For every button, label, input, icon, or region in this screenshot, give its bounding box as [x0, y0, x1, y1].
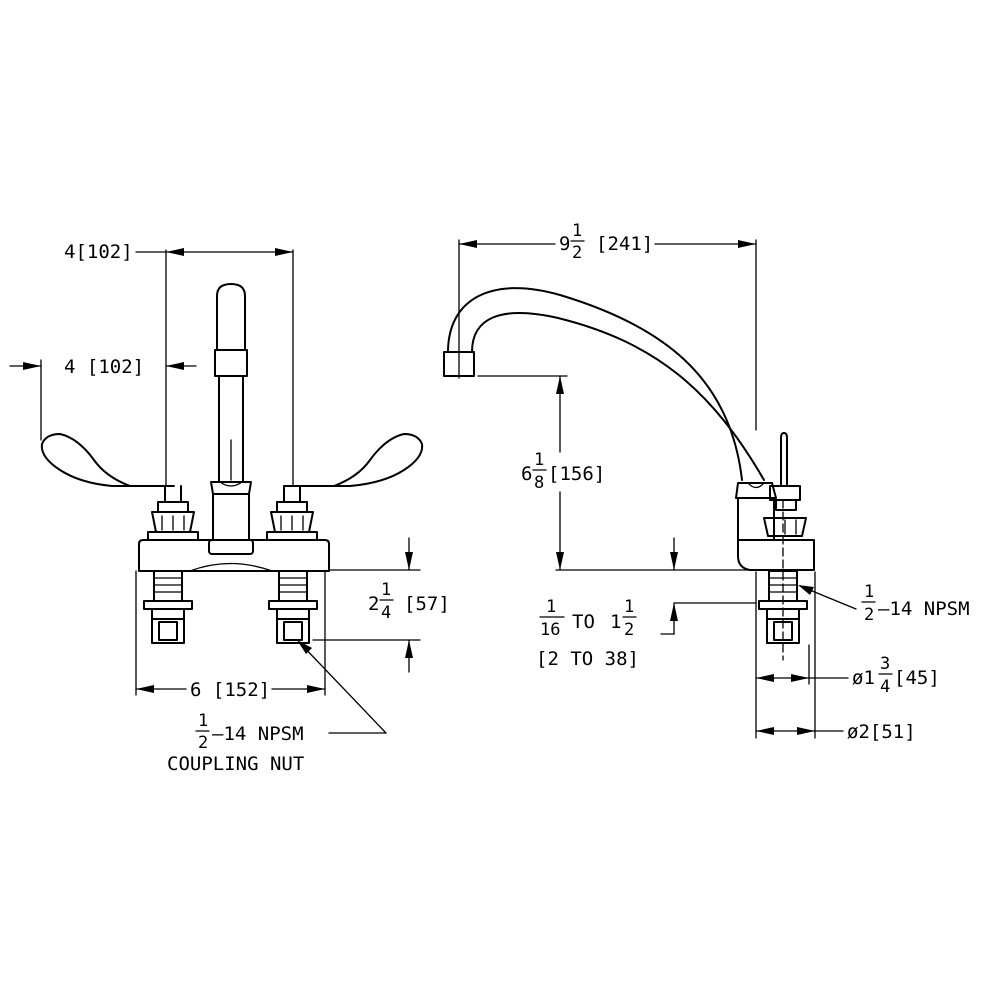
label-shank-spacing: 6 [152] — [190, 679, 270, 701]
deck-thk-den2: 2 — [624, 620, 634, 640]
front-left-shank — [143, 570, 193, 644]
spout-reach-mm: [241] — [596, 233, 653, 255]
shank-num: 1 — [864, 582, 874, 602]
side-spout — [443, 287, 765, 481]
dim-spout-height: 6 1 8 [156] — [477, 375, 753, 571]
spout-height-num: 1 — [534, 450, 544, 470]
spout-height-den: 8 — [534, 473, 544, 493]
front-deck-plate — [138, 539, 330, 572]
shank-den: 2 — [864, 605, 874, 625]
label-handle-reach: 4 [102] — [64, 356, 144, 378]
side-shank — [758, 499, 808, 661]
deck-thk-to: TO — [572, 611, 595, 633]
spout-reach-int: 9 — [559, 233, 570, 255]
deck-thk-num1: 1 — [546, 597, 556, 617]
callout-shank-thread: 1 2 –14 NPSM — [798, 582, 970, 625]
deck-height-int: 2 — [368, 593, 379, 615]
coupling-label: COUPLING NUT — [167, 753, 304, 775]
coupling-den: 2 — [198, 733, 208, 753]
dia1-mm: [45] — [894, 667, 940, 689]
dim-spout-reach: 9 1 2 [241] — [458, 221, 757, 431]
label-top-spacing: 4[102] — [64, 241, 133, 263]
deck-thk-int2: 1 — [610, 611, 621, 633]
deck-thk-mm: [2 TO 38] — [536, 648, 639, 670]
dia2-label: ø2[51] — [847, 721, 916, 743]
dia1-den: 4 — [880, 677, 890, 697]
dim-deck-thickness: 1 16 TO 1 1 2 [2 TO 38] — [536, 537, 757, 670]
side-lever — [780, 432, 788, 487]
dim-handle-reach: 4 [102] — [9, 356, 197, 441]
dim-shank-diameter: ø1 3 4 [45] — [755, 571, 940, 739]
deck-thk-num2: 1 — [624, 597, 634, 617]
dim-shank-spacing: 6 [152] — [135, 570, 326, 701]
spout-height-int: 6 — [521, 463, 532, 485]
shank-thread: –14 NPSM — [878, 598, 970, 620]
front-right-shank — [268, 570, 318, 644]
spout-height-mm: [156] — [548, 463, 605, 485]
spout-reach-den: 2 — [572, 243, 582, 263]
dia1-num: 3 — [880, 654, 890, 674]
spout-reach-num: 1 — [572, 221, 582, 241]
callout-coupling-nut: 1 2 –14 NPSM COUPLING NUT — [167, 640, 387, 775]
front-view: 4[102] 4 [102] 2 1 4 [57] — [9, 241, 450, 775]
front-right-handle — [266, 433, 424, 541]
deck-height-den: 4 — [381, 603, 391, 623]
coupling-num: 1 — [198, 711, 208, 731]
dim-base-diameter: ø2[51] — [755, 571, 916, 743]
dim-top-spacing: 4[102] — [64, 241, 294, 487]
coupling-thread: –14 NPSM — [212, 723, 304, 745]
dim-deck-height: 2 1 4 [57] — [312, 537, 450, 673]
front-left-handle — [40, 433, 199, 541]
dia1-prefix: ø1 — [852, 667, 875, 689]
side-view: 9 1 2 [241] 6 1 8 [156] — [443, 221, 970, 743]
deck-thk-den1: 16 — [540, 620, 560, 640]
front-spout — [208, 283, 254, 555]
side-body — [735, 482, 815, 571]
deck-height-num: 1 — [381, 580, 391, 600]
deck-height-mm: [57] — [404, 593, 450, 615]
